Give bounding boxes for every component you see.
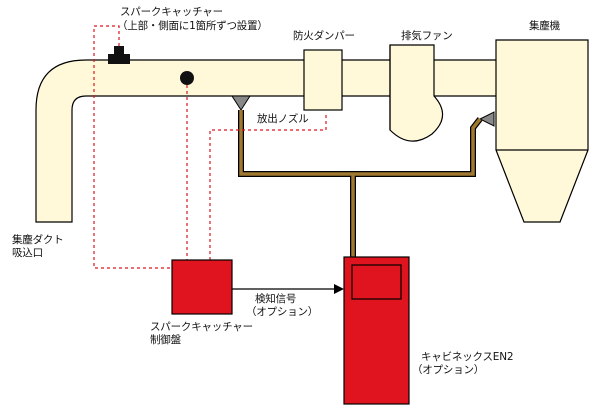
- spark-catcher-note: （上部・側面に1箇所ずつ設置）: [117, 20, 268, 32]
- cabinex-label: キャビネックスEN2: [421, 351, 514, 363]
- agent-pipe: [238, 110, 483, 257]
- duct-inlet-sub-label: 吸込口: [12, 247, 43, 259]
- dust-collector-label: 集塵機: [529, 20, 560, 32]
- detection-signal-note: （オプション）: [246, 306, 319, 318]
- detection-signal-label: 検知信号: [255, 293, 297, 305]
- dust-collector: [495, 39, 589, 223]
- fire-damper-label: 防火ダンパー: [293, 30, 355, 42]
- fire-damper: [303, 49, 343, 111]
- exhaust-fan-label: 排気ファン: [401, 30, 453, 42]
- nozzle-icon: [231, 95, 251, 111]
- control-panel-label: スパークキャッチャー: [150, 321, 253, 333]
- discharge-nozzle-label: 放出ノズル: [257, 113, 309, 125]
- sensor-icon: [180, 71, 194, 85]
- cabinex-note: （オプション）: [412, 364, 485, 376]
- control-panel-sub-label: 制御盤: [150, 334, 181, 346]
- exhaust-fan: [389, 44, 444, 142]
- spark-catcher-label: スパークキャッチャー: [120, 6, 223, 18]
- control-panel: [171, 259, 233, 315]
- cabinex-unit: [343, 256, 410, 405]
- duct-inlet-label: 集塵ダクト: [12, 234, 64, 246]
- nozzle-icon: [478, 111, 495, 127]
- signal-wire: [93, 25, 327, 269]
- arrow-icon: [232, 284, 344, 294]
- sensor-icon: [108, 46, 130, 64]
